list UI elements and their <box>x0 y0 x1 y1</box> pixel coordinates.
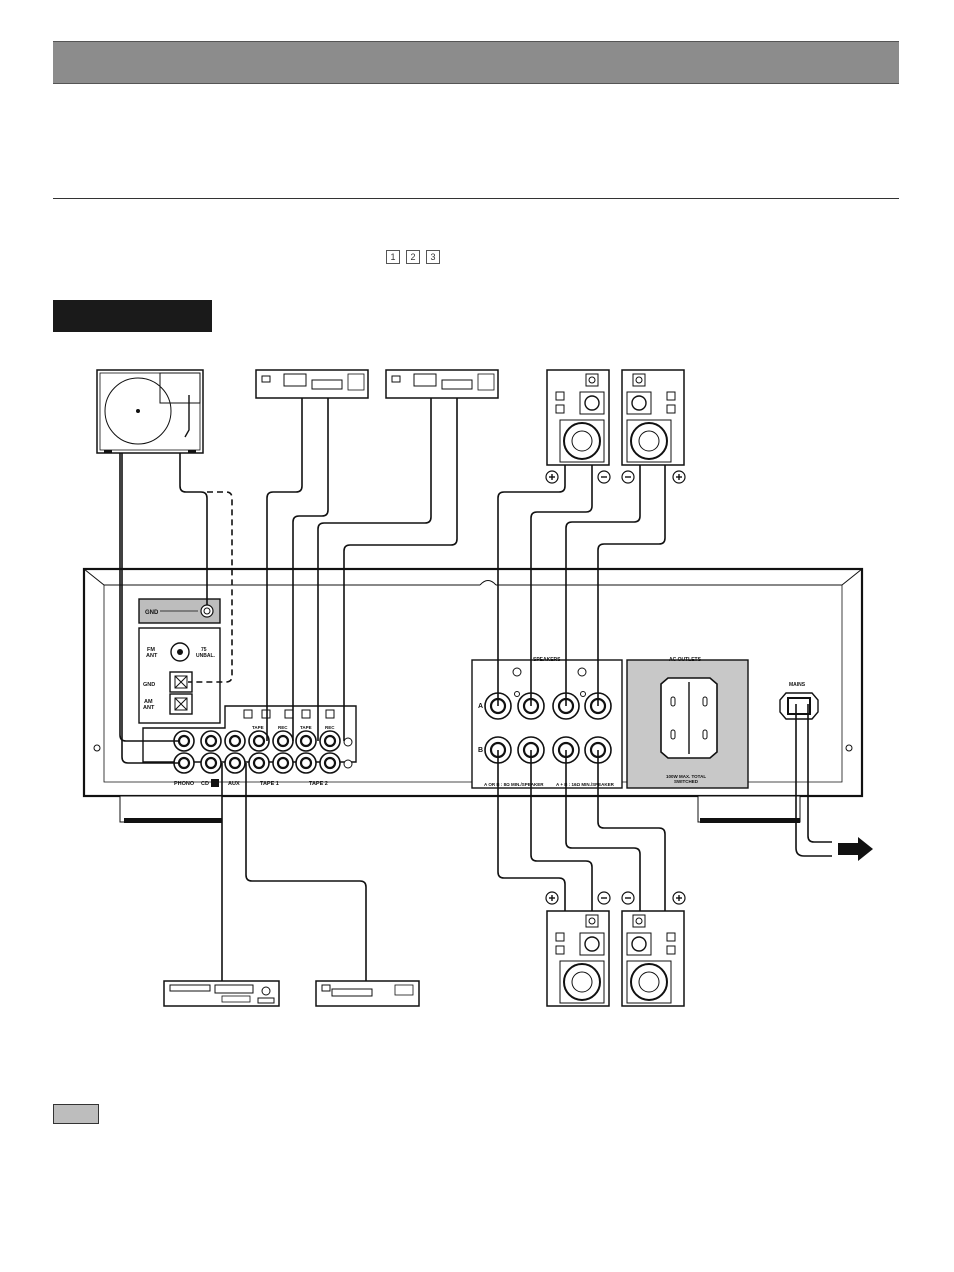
rca-jack <box>319 730 341 752</box>
speaker-icon <box>546 910 610 1007</box>
rca-jack <box>272 752 294 774</box>
ground-wire-dashed <box>188 491 233 683</box>
gnd-label: GND <box>145 610 159 616</box>
rca-jack <box>248 752 270 774</box>
tape2-label: TAPE 2 <box>309 781 328 787</box>
rca-jack <box>224 730 246 752</box>
step-marker: 3 <box>426 250 440 264</box>
rca-jacks <box>173 730 341 774</box>
speaker-terminals-panel: SPEAKERS A B A OR B : 8Ω MIN./SPEAKER A … <box>471 657 623 789</box>
step-marker: 2 <box>406 250 420 264</box>
arrow-right-icon <box>838 837 873 861</box>
row-b-label: B <box>478 747 483 754</box>
rca-jack <box>200 730 222 752</box>
polarity-marks <box>545 891 686 905</box>
row-a-label: A <box>478 703 483 710</box>
header-bar <box>53 41 899 84</box>
speaker-icon <box>621 910 685 1007</box>
speaker-icon <box>546 369 610 466</box>
tape-deck-icon <box>385 369 499 399</box>
rca-jack <box>319 752 341 774</box>
aux-label: AUX <box>228 781 240 787</box>
step-markers: 1 2 3 <box>386 250 440 264</box>
cd-player-icon <box>163 980 280 1007</box>
rca-jack <box>272 730 294 752</box>
rca-jack <box>200 752 222 774</box>
rca-jack <box>173 730 195 752</box>
phono-label: PHONO <box>174 781 195 787</box>
ac-outlets-title: AC OUTLETS <box>669 657 702 663</box>
cd-label: CD <box>201 781 209 787</box>
rca-jack <box>295 752 317 774</box>
note-box <box>53 1104 99 1124</box>
gnd-terminal: GND <box>138 598 221 624</box>
tape1-label: TAPE 1 <box>260 781 279 787</box>
turntable-icon <box>96 369 204 454</box>
tuner-icon <box>315 980 420 1007</box>
speaker-icon <box>621 369 685 466</box>
polarity-marks <box>545 470 686 484</box>
rca-jack <box>224 752 246 774</box>
speakers-title: SPEAKERS <box>533 657 561 663</box>
tape-deck-icon <box>255 369 369 399</box>
fm-ant-line1: FM <box>147 647 155 653</box>
mains-label: MAINS <box>789 682 806 688</box>
section-rule <box>53 198 899 199</box>
fm-ant-line2: ANT <box>146 653 158 659</box>
rca-jack <box>295 730 317 752</box>
svg-text:A + B : 16Ω MIN./SPEAKER: A + B : 16Ω MIN./SPEAKER <box>556 782 615 787</box>
gnd2-label: GND <box>143 682 155 688</box>
step-marker: 1 <box>386 250 400 264</box>
svg-text:A OR B : 8Ω MIN./SPEAKER: A OR B : 8Ω MIN./SPEAKER <box>484 782 544 787</box>
cables <box>119 398 666 981</box>
section-tab <box>53 300 212 332</box>
rca-jack <box>248 730 270 752</box>
